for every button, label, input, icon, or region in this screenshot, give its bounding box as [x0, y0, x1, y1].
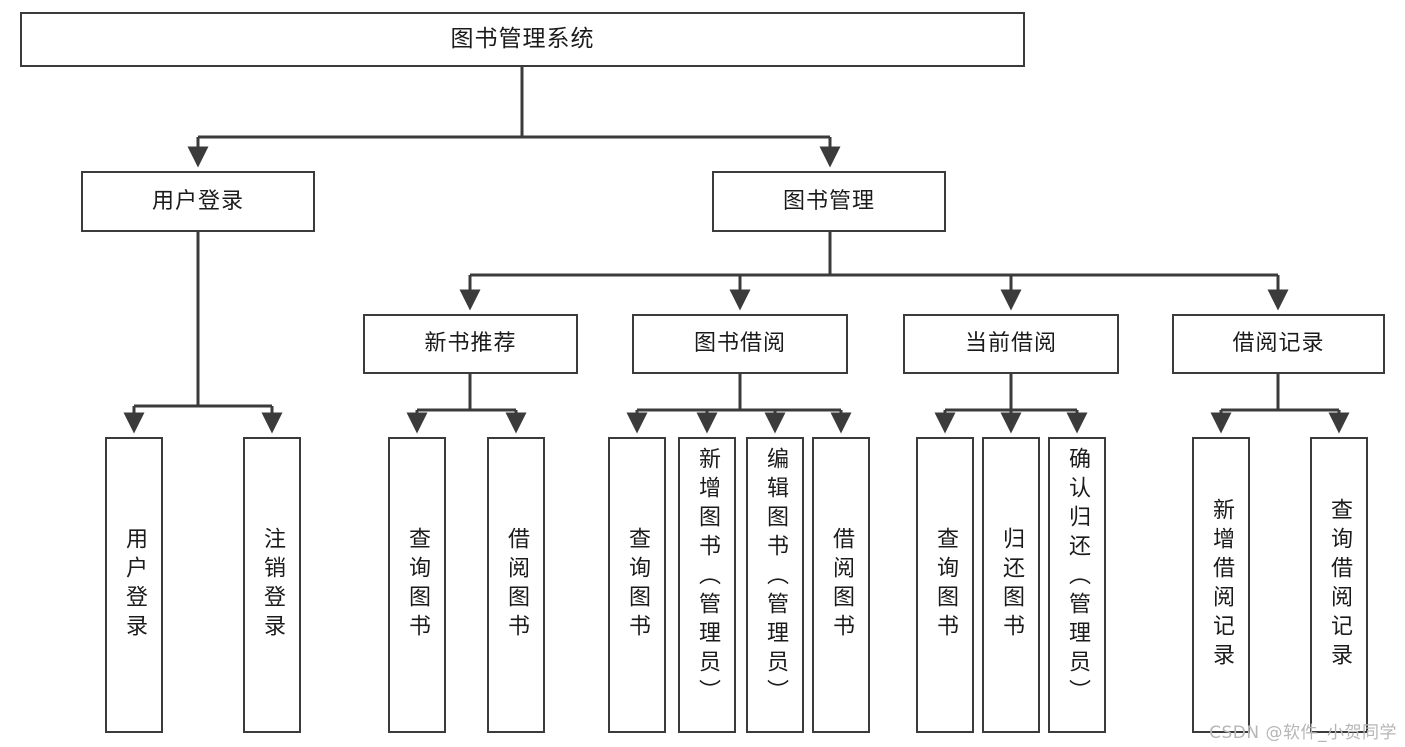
- node-leaf-add-book-admin-label: 新增图书（管理员）: [695, 447, 720, 708]
- node-leaf-query-borrow-record-label: 查询借阅记录: [1327, 498, 1352, 672]
- node-new-book-recommend[interactable]: 新书推荐: [363, 314, 578, 374]
- node-leaf-add-borrow-record[interactable]: 新增借阅记录: [1192, 437, 1250, 733]
- node-book-manage-label: 图书管理: [782, 188, 875, 214]
- node-root-label: 图书管理系统: [450, 25, 595, 52]
- node-leaf-borrow-book-recommend[interactable]: 借阅图书: [487, 437, 545, 733]
- node-leaf-return-book[interactable]: 归还图书: [982, 437, 1040, 733]
- node-user-login[interactable]: 用户登录: [81, 171, 315, 232]
- node-leaf-add-borrow-record-label: 新增借阅记录: [1209, 498, 1234, 672]
- node-leaf-user-login[interactable]: 用户登录: [105, 437, 163, 733]
- node-user-login-label: 用户登录: [151, 188, 244, 214]
- node-leaf-query-book-current[interactable]: 查询图书: [916, 437, 974, 733]
- node-current-borrow[interactable]: 当前借阅: [903, 314, 1119, 374]
- node-leaf-confirm-return-admin-label: 确认归还（管理员）: [1065, 447, 1090, 708]
- node-current-borrow-label: 当前借阅: [964, 331, 1057, 357]
- node-leaf-return-book-label: 归还图书: [999, 527, 1024, 643]
- node-leaf-query-book-borrow[interactable]: 查询图书: [608, 437, 666, 733]
- node-root[interactable]: 图书管理系统: [20, 12, 1025, 67]
- node-leaf-borrow-book-label: 借阅图书: [829, 527, 854, 643]
- node-borrow-record[interactable]: 借阅记录: [1172, 314, 1385, 374]
- watermark-text: CSDN @软件_小贺同学: [1209, 723, 1397, 743]
- node-leaf-borrow-book[interactable]: 借阅图书: [812, 437, 870, 733]
- node-book-manage[interactable]: 图书管理: [712, 171, 946, 232]
- node-leaf-edit-book-admin-label: 编辑图书（管理员）: [763, 447, 788, 708]
- node-borrow-record-label: 借阅记录: [1232, 331, 1325, 357]
- node-leaf-edit-book-admin[interactable]: 编辑图书（管理员）: [746, 437, 804, 733]
- node-leaf-query-book-recommend[interactable]: 查询图书: [388, 437, 446, 733]
- node-new-book-recommend-label: 新书推荐: [424, 331, 517, 357]
- node-leaf-query-borrow-record[interactable]: 查询借阅记录: [1310, 437, 1368, 733]
- node-leaf-confirm-return-admin[interactable]: 确认归还（管理员）: [1048, 437, 1106, 733]
- node-leaf-borrow-book-recommend-label: 借阅图书: [504, 527, 529, 643]
- node-leaf-add-book-admin[interactable]: 新增图书（管理员）: [678, 437, 736, 733]
- node-book-borrow-label: 图书借阅: [693, 331, 786, 357]
- node-leaf-query-book-borrow-label: 查询图书: [625, 527, 650, 643]
- node-leaf-user-logout[interactable]: 注销登录: [243, 437, 301, 733]
- node-leaf-user-logout-label: 注销登录: [260, 527, 285, 643]
- node-leaf-query-book-recommend-label: 查询图书: [405, 527, 430, 643]
- node-leaf-user-login-label: 用户登录: [122, 527, 147, 643]
- node-leaf-query-book-current-label: 查询图书: [933, 527, 958, 643]
- node-book-borrow[interactable]: 图书借阅: [632, 314, 848, 374]
